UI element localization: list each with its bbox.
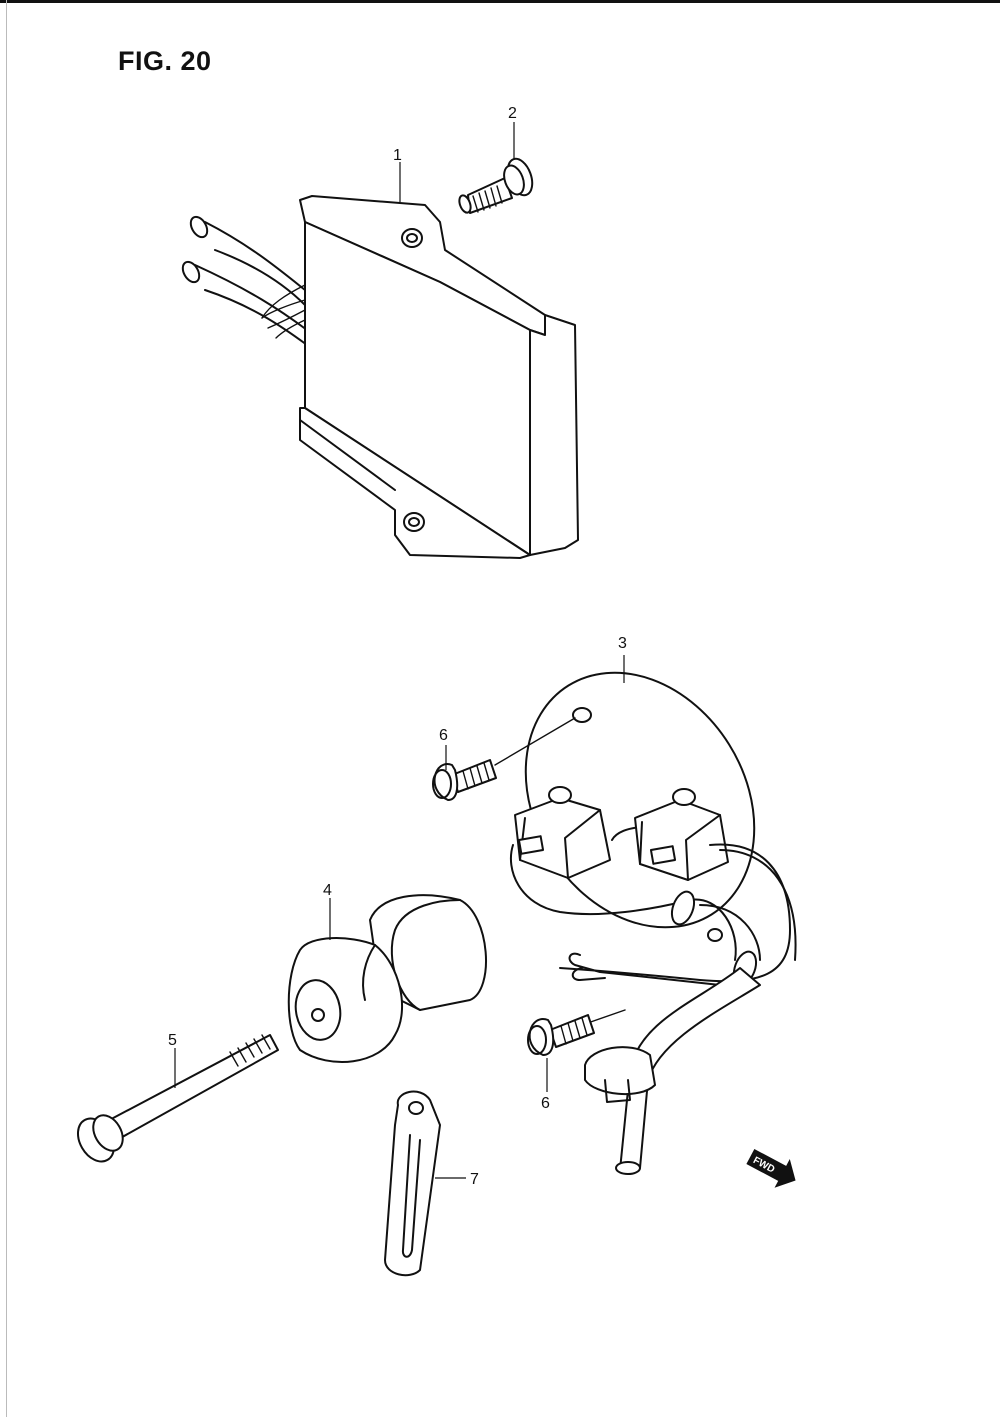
- callout-5: 5: [168, 1032, 177, 1049]
- figure-title: FIG. 20: [118, 46, 212, 76]
- part-6-screw-upper: [432, 759, 497, 801]
- callout-1: 1: [393, 147, 402, 164]
- part-3-pickup-plate: [509, 671, 797, 1175]
- callout-3: 3: [618, 635, 627, 652]
- callout-labels: 1 2 3 4 5 6 6 7: [168, 105, 627, 1188]
- part-6-screw-lower: [527, 1014, 595, 1056]
- part-5-long-bolt: [76, 1034, 279, 1163]
- left-border: [6, 0, 7, 1417]
- callout-4: 4: [323, 882, 332, 899]
- callout-2: 2: [508, 105, 517, 122]
- part-1-regulator: [181, 195, 579, 559]
- part-2-screw: [458, 157, 534, 214]
- callout-6-lower: 6: [541, 1095, 550, 1112]
- top-border: [0, 0, 1000, 3]
- part-7-ground-strap: [384, 1090, 441, 1277]
- part-4-plug-cap: [287, 894, 487, 1063]
- callout-6-upper: 6: [439, 727, 448, 744]
- callout-7: 7: [470, 1171, 479, 1188]
- guide-line-upper: [494, 717, 576, 766]
- fwd-arrow-icon: FWD: [746, 1148, 796, 1188]
- leader-lines: [174, 122, 625, 1179]
